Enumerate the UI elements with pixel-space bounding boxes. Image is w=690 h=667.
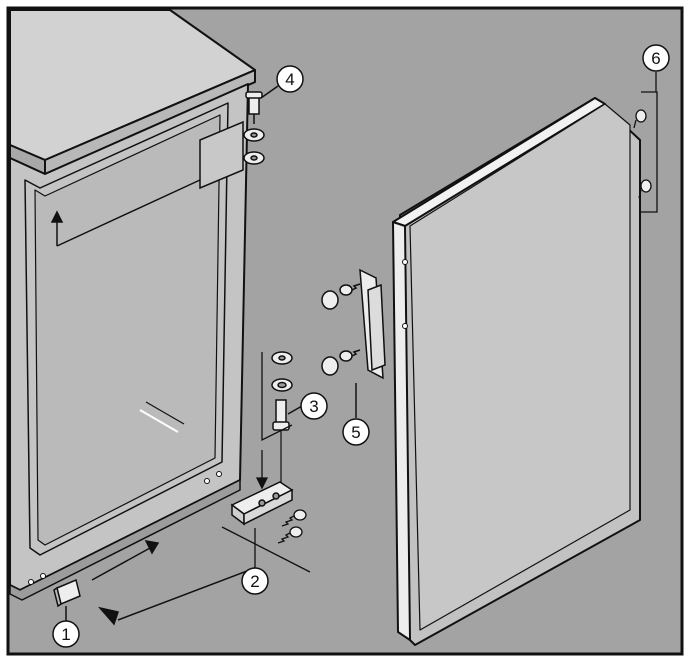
callout-6: 6 <box>642 44 670 72</box>
cabinet-door-frame <box>24 102 229 556</box>
callout-2: 2 <box>241 567 269 595</box>
callout-3: 3 <box>300 392 328 420</box>
callout-6-label: 6 <box>651 49 660 68</box>
callout-4: 4 <box>276 65 304 93</box>
cabinet <box>9 9 256 601</box>
bottom-hinge-plate <box>230 481 294 526</box>
door <box>392 97 641 646</box>
callout-1: 1 <box>52 620 80 648</box>
plug-transfer-arrows <box>91 540 256 626</box>
cabinet-upward-arrow <box>50 179 201 247</box>
callout-3-label: 3 <box>309 397 318 416</box>
spare-screws <box>633 91 658 213</box>
callout-4-label: 4 <box>285 70 294 89</box>
bottom-hinge-washers <box>271 351 293 497</box>
callout-2-label: 2 <box>250 572 259 591</box>
callout-5: 5 <box>342 418 370 446</box>
callout-1-label: 1 <box>61 625 70 644</box>
top-hinge-bracket <box>199 120 244 190</box>
cabinet-plinth <box>9 479 241 601</box>
cabinet-door-frame-inner <box>34 114 221 546</box>
top-hinge-pin-assembly <box>243 91 265 165</box>
bottom-hinge-screws <box>277 509 307 544</box>
callout-5-label: 5 <box>351 423 360 442</box>
bottom-hinge-guide-lines <box>255 352 293 490</box>
cover-plug <box>53 578 81 608</box>
door-handle <box>321 268 386 380</box>
